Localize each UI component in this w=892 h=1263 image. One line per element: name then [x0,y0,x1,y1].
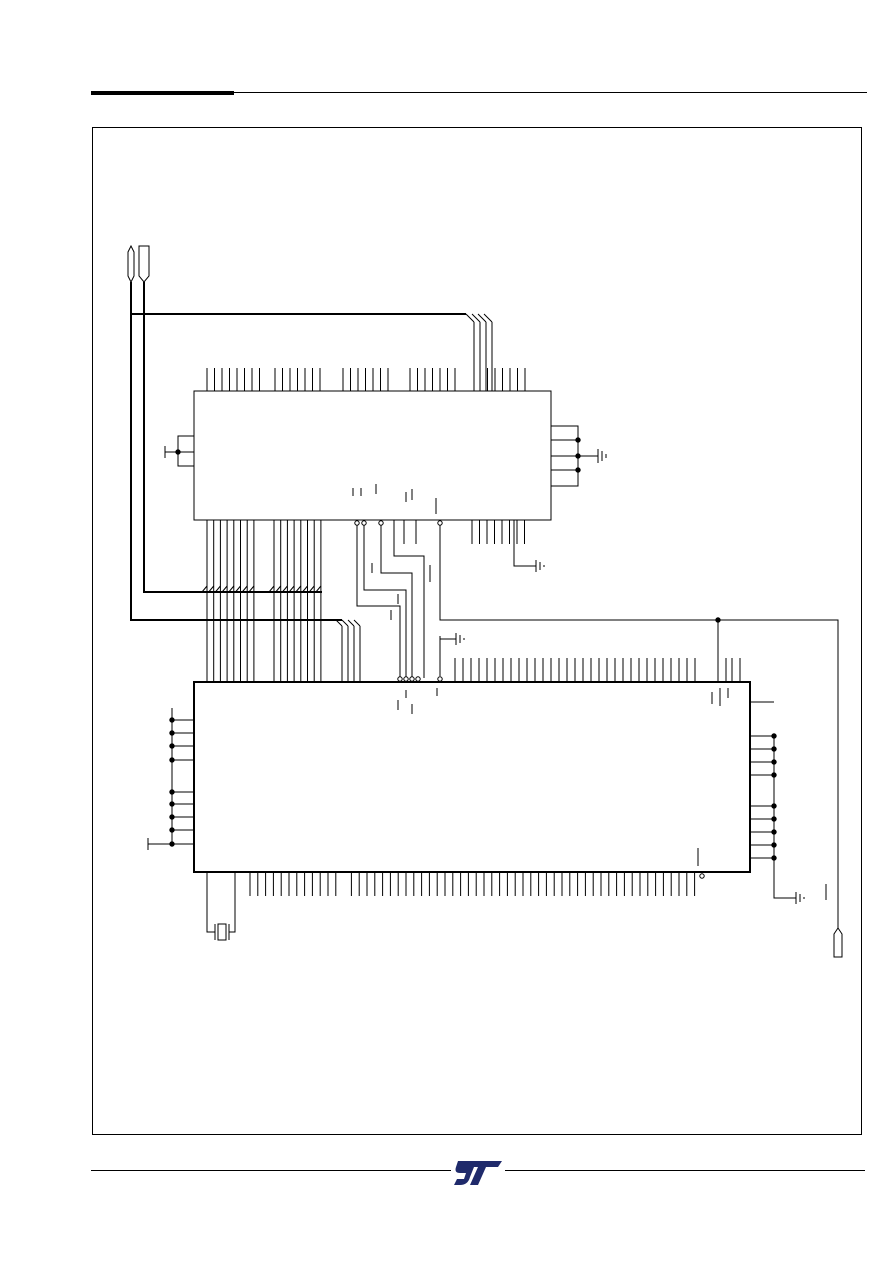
bus-entry [295,585,302,593]
junction-dot [169,827,175,833]
bus-entry [215,585,221,593]
ground-symbol-top-right [597,449,607,463]
st-logo [454,1161,502,1185]
bus-entry [302,585,308,593]
bus-line-b [143,282,322,593]
junction-dot [771,803,777,809]
junction-dot [169,841,175,847]
junction-dot [169,730,175,736]
bus-entry [341,619,349,627]
bus-entry [248,585,255,593]
junction-dot [771,842,777,848]
junction-dot [169,757,175,763]
open-pin [378,520,384,526]
open-pin [437,520,443,526]
junction-dot [771,816,777,822]
header-rule-thick [91,91,234,95]
bus-entry [268,585,275,593]
bus-entry [465,313,475,323]
bus-entry [228,585,235,593]
ground-symbol-mid [455,633,465,645]
junction-dot [169,814,175,820]
bus-entry [201,585,208,593]
bus-entry [221,585,228,593]
connector-3 [833,927,843,958]
bus-entry [282,585,288,593]
bus-entry [353,619,361,627]
junction-dot [771,759,777,765]
open-pin [403,676,409,682]
junction-dot [771,829,777,835]
bus-entry [308,585,315,593]
bus-entry [241,585,248,593]
bus-entry [477,313,487,323]
footer-rule-left [91,1170,451,1171]
open-pin [354,520,360,526]
junction-dot [169,789,175,795]
open-pin [699,873,705,879]
footer-rule-right [505,1170,865,1171]
bus-entry [347,619,355,627]
open-pin [361,520,367,526]
bus-entry [335,619,343,627]
junction-dot [575,453,581,459]
open-pin [397,676,403,682]
top-ic [193,390,552,521]
bus-entry [288,585,295,593]
bus-entry [208,585,215,593]
header-rule [91,92,867,93]
figure-frame [92,127,862,1135]
bus-entry [471,313,481,323]
junction-dot [771,772,777,778]
junction-dot [169,717,175,723]
connector-1 [127,244,135,284]
crystal [214,923,230,941]
open-pin [437,676,443,682]
junction-dot [169,743,175,749]
ground-symbol-top-ic-bottom [535,560,545,572]
bus-entry [235,585,241,593]
ground-symbol-bottom-right [795,892,805,904]
junction-dot [771,746,777,752]
junction-dot [575,437,581,443]
open-pin [415,676,421,682]
connector-2 [138,245,150,283]
bus-entry [275,585,282,593]
junction-dot [169,801,175,807]
junction-dot [175,449,181,455]
junction-dot [575,467,581,473]
bottom-ic [193,681,751,873]
junction-dot [771,733,777,739]
junction-dot [715,617,721,623]
bus-line-a [130,282,342,621]
junction-dot [771,855,777,861]
open-pin [409,676,415,682]
bus-entry [483,313,493,323]
bus-entry [315,585,322,593]
